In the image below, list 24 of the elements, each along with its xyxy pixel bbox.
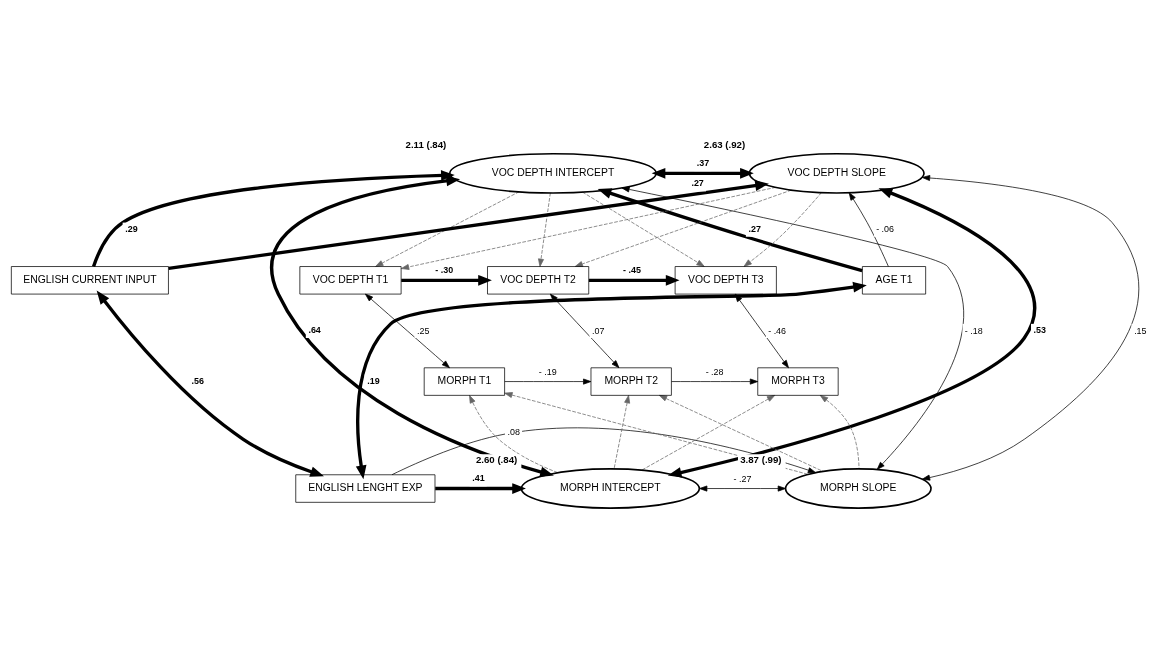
edge-label: .37 (696, 157, 710, 168)
edge-label: .25 (417, 325, 430, 336)
edge-label: .41 (472, 472, 485, 483)
edge-label: .19 (367, 375, 380, 386)
edge-label: .27 (691, 177, 704, 188)
edge-label: .15 (1134, 325, 1147, 336)
edge-label: - .45 (623, 264, 641, 275)
node-label: 2.63 (.92) (703, 138, 746, 150)
edge-label: .53 (1033, 324, 1047, 335)
edge-label: .07 (592, 325, 605, 336)
edge-label: .64 (308, 324, 321, 335)
edge-label: .56 (191, 375, 204, 386)
edge-label: .29 (125, 223, 138, 234)
node-label: 2.11 (.84) (405, 138, 447, 150)
node-label: 2.60 (.84) (475, 453, 518, 465)
edge-label: - .46 (768, 325, 787, 336)
edge-label: - .19 (538, 366, 557, 377)
edge-label: .08 (507, 426, 520, 437)
edge-label: - .28 (705, 366, 724, 377)
edge-label: - .06 (876, 223, 895, 234)
node-label: 3.87 (.99) (740, 453, 782, 465)
edge-label: - .30 (435, 264, 454, 275)
edge-label: - .18 (964, 325, 983, 336)
edge-label: .27 (748, 223, 761, 234)
